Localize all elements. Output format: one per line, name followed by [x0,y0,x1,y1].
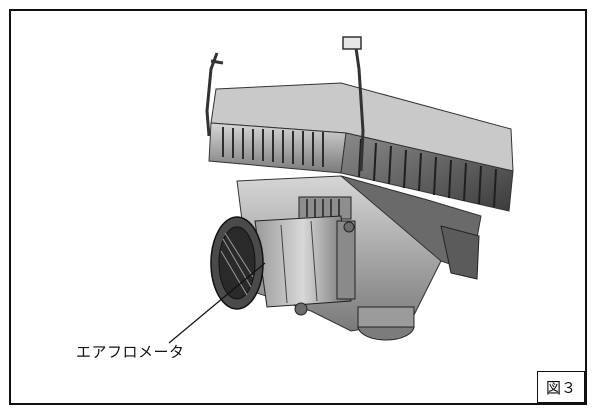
air-flow-meter [210,215,356,316]
lid-clamp-left [205,52,224,137]
callout-leader-line [168,262,266,344]
figure-number-label: 図３ [537,371,585,403]
figure-frame [9,9,587,405]
air-cleaner-illustration [168,36,514,344]
air-flow-meter-label: エアフロメータ [76,343,185,361]
lid-clamp-center [342,36,365,172]
